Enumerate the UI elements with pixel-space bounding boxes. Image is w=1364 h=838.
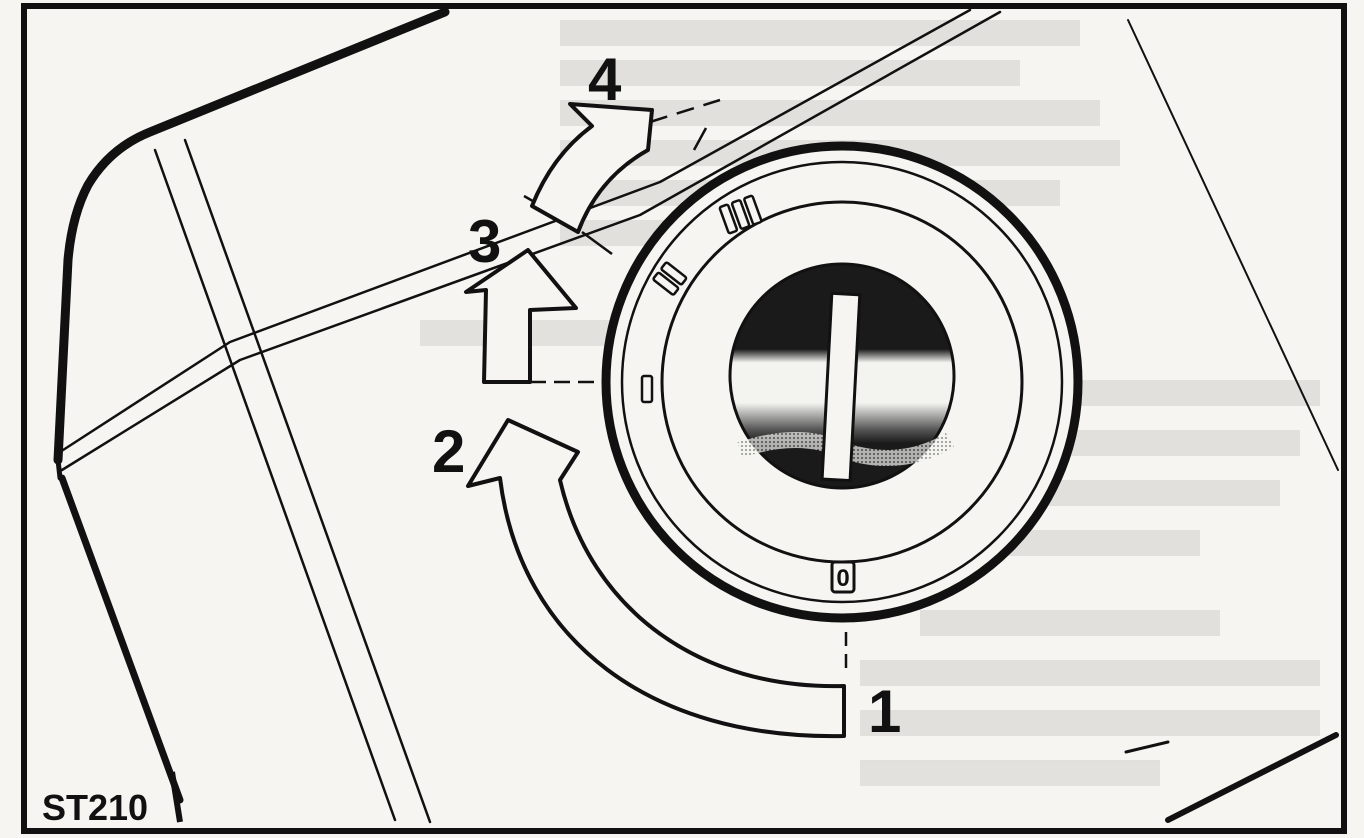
position-label-2: 2 <box>432 418 465 485</box>
arrow-position-1-to-2 <box>466 418 846 739</box>
key-slot <box>820 291 862 483</box>
dial-mark-off: 0 <box>836 565 849 592</box>
arrow-position-3-to-4 <box>530 102 654 234</box>
dial-mark-II <box>652 261 688 296</box>
position-label-4: 4 <box>588 46 622 113</box>
arrow-position-2-to-3 <box>464 248 578 384</box>
rotation-arrows <box>464 102 846 739</box>
ignition-dial: 0 <box>601 141 1083 623</box>
figure-code-edge-mark <box>169 771 183 823</box>
dial-mark-off-frame <box>830 560 856 594</box>
position-label-1: 1 <box>868 678 901 745</box>
dial-mark-III <box>718 194 763 235</box>
dial-mark-I <box>640 374 654 404</box>
figure-code: ST210 <box>42 787 148 828</box>
position-label-3: 3 <box>468 208 501 275</box>
dial-middle-ring <box>620 160 1064 604</box>
dashboard-panel <box>53 7 1339 824</box>
